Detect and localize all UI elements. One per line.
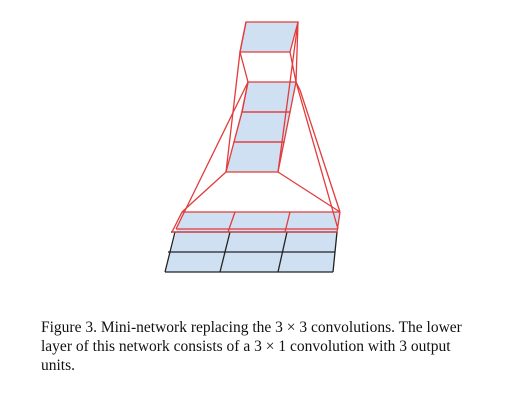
top-depth-edge <box>295 21 299 83</box>
top-depth-edge <box>239 21 247 53</box>
grid-vline <box>164 231 176 273</box>
top-layer-unit <box>239 21 299 83</box>
grid-red-vline <box>171 211 183 233</box>
top-depth-edge <box>289 51 297 83</box>
connection-line <box>295 81 339 230</box>
input-grid-back-face <box>165 212 340 272</box>
connection-line <box>175 81 249 230</box>
input-grid <box>164 211 341 273</box>
middle-layer-column <box>225 81 301 173</box>
top-depth-edge <box>239 51 249 83</box>
mini-network-diagram <box>164 21 341 273</box>
middle-back-edge <box>241 81 249 113</box>
top-unit-outline <box>239 21 299 83</box>
connection-line <box>277 171 341 213</box>
top-unit-fill <box>240 22 298 52</box>
grid-vline <box>332 231 338 273</box>
grid-vline <box>277 231 288 273</box>
middle-to-input-connections <box>175 81 341 230</box>
connection-line <box>277 21 299 173</box>
grid-red-vline <box>227 211 236 233</box>
grid-vline <box>219 231 231 273</box>
figure-caption: Figure 3. Mini-network replacing the 3 ×… <box>41 319 462 374</box>
grid-red-vline <box>284 211 291 233</box>
connection-line <box>299 89 341 213</box>
connection-line <box>181 171 227 213</box>
middle-layer-fill <box>226 82 296 172</box>
